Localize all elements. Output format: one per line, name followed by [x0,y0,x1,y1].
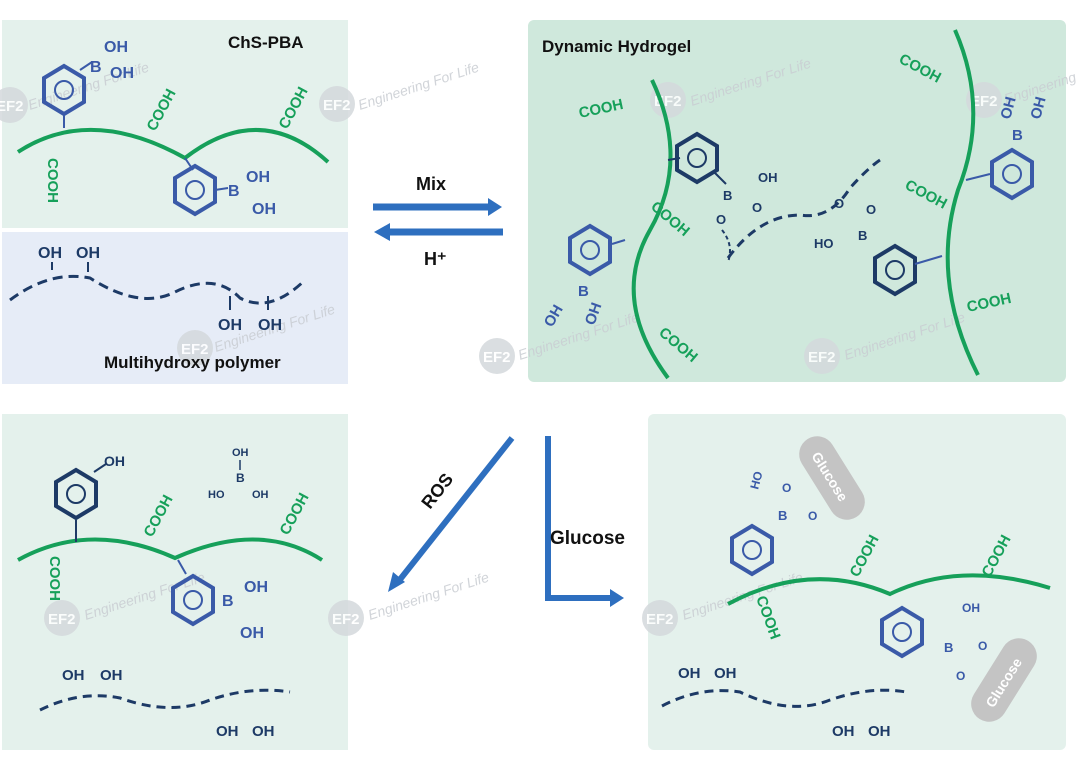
svg-text:OH: OH [232,447,249,459]
svg-text:EF2: EF2 [808,349,836,366]
svg-text:O: O [866,202,876,217]
svg-text:OH: OH [244,579,268,596]
svg-text:OH: OH [962,601,980,615]
svg-text:OH: OH [252,489,269,501]
ros-label: ROS [417,469,457,512]
svg-text:OH: OH [1027,95,1049,121]
svg-text:OH: OH [246,169,270,186]
svg-text:O: O [716,212,726,227]
acid-label: H⁺ [424,249,447,269]
svg-text:EF2: EF2 [181,341,209,358]
svg-text:OH: OH [714,665,737,682]
glucose-label: Glucose [550,528,625,549]
svg-text:B: B [723,188,732,203]
svg-text:Engineering For Life: Engineering For Life [356,59,481,113]
panel-multihydroxy [2,232,348,384]
svg-text:EF2: EF2 [970,93,998,110]
svg-text:O: O [956,669,965,683]
svg-text:O: O [808,509,817,523]
svg-text:OH: OH [582,300,606,327]
svg-text:OH: OH [76,245,100,262]
svg-text:B: B [236,471,245,485]
multihydroxy-structure: OH OH OH OH [9,245,307,334]
svg-text:OH: OH [252,723,275,740]
multihydroxy-title: Multihydroxy polymer [104,353,281,372]
svg-text:B: B [858,228,867,243]
svg-text:O: O [782,481,791,495]
svg-text:Engineering For Life: Engineering For Life [366,569,491,623]
svg-text:OH: OH [240,625,264,642]
acid-arrow [374,223,503,241]
svg-text:B: B [944,640,953,655]
ros-arrow [388,436,515,592]
svg-text:B: B [90,59,102,76]
svg-text:OH: OH [104,39,128,56]
svg-text:B: B [228,183,240,200]
svg-text:EF2: EF2 [48,611,76,628]
svg-text:OH: OH [997,95,1019,121]
svg-text:EF2: EF2 [332,611,360,628]
svg-text:OH: OH [110,65,134,82]
panel-ros-product [2,414,348,750]
svg-text:OH: OH [258,317,282,334]
svg-text:O: O [978,639,987,653]
svg-text:B: B [578,283,589,300]
svg-text:HO: HO [208,489,225,501]
svg-text:OH: OH [758,170,778,185]
mix-arrow [373,198,502,216]
svg-text:B: B [778,508,787,523]
svg-text:O: O [752,200,762,215]
svg-text:O: O [834,196,844,211]
svg-text:OH: OH [38,245,62,262]
svg-text:HO: HO [747,470,765,491]
chs-pba-title: ChS-PBA [228,33,304,52]
glucose-arrow [545,436,624,607]
svg-text:OH: OH [216,723,239,740]
svg-text:EF2: EF2 [323,97,351,114]
svg-text:OH: OH [62,667,85,684]
svg-text:B: B [1012,127,1023,144]
svg-text:OH: OH [218,317,242,334]
mix-label: Mix [416,174,446,194]
svg-text:EF2: EF2 [483,349,511,366]
svg-text:EF2: EF2 [646,611,674,628]
svg-text:COOH: COOH [46,556,63,601]
svg-text:OH: OH [100,667,123,684]
svg-text:HO: HO [814,236,834,251]
svg-text:OH: OH [104,453,125,469]
hydrogel-title: Dynamic Hydrogel [542,37,691,56]
svg-text:OH: OH [832,723,855,740]
svg-text:OH: OH [868,723,891,740]
svg-text:B: B [222,593,234,610]
svg-text:EF2: EF2 [0,98,24,115]
svg-text:OH: OH [252,201,276,218]
svg-text:OH: OH [678,665,701,682]
svg-text:COOH: COOH [44,158,61,203]
